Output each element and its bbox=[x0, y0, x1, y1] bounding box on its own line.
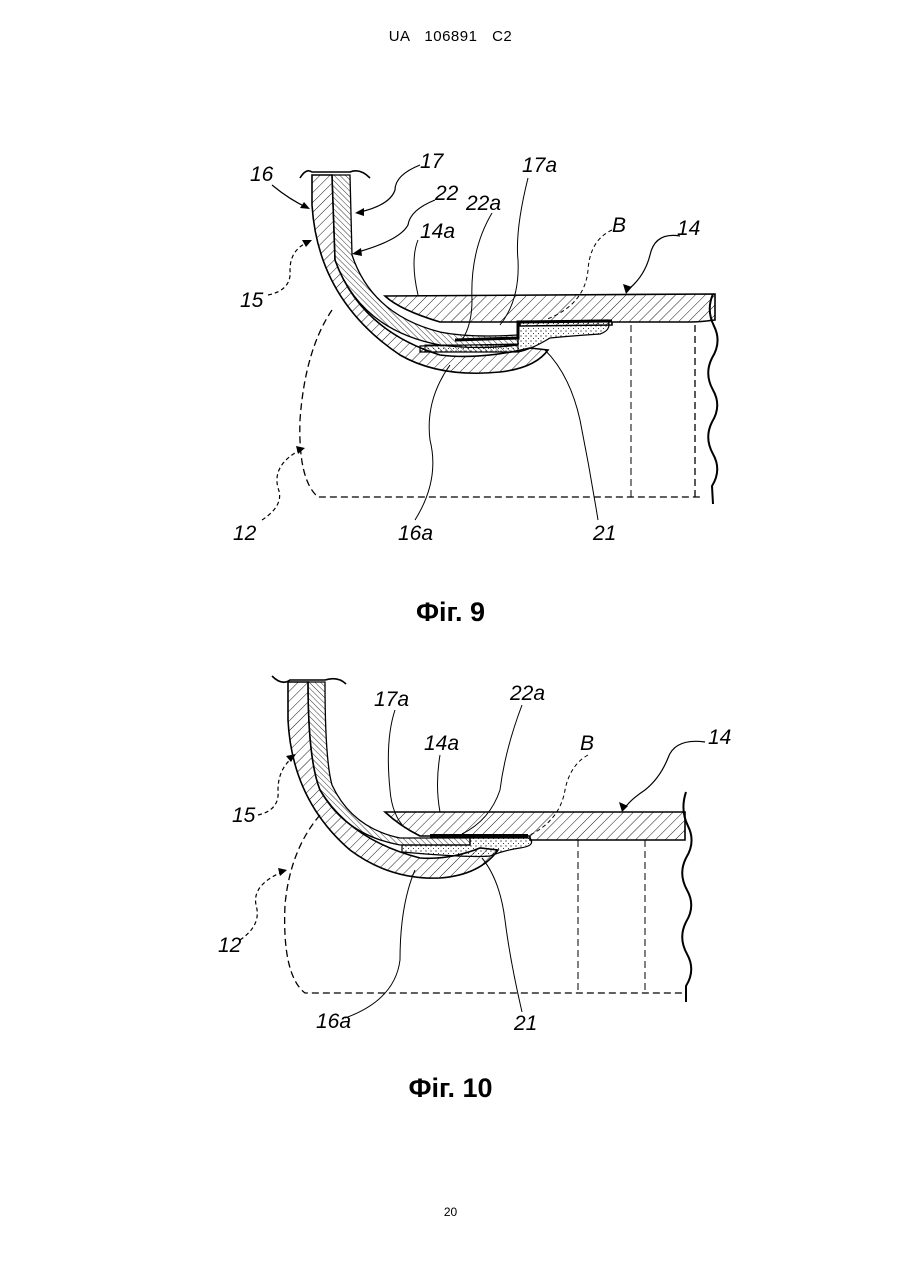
label-15: 15 bbox=[232, 804, 256, 827]
label-B: B bbox=[580, 732, 594, 755]
label-15: 15 bbox=[240, 289, 264, 312]
label-21: 21 bbox=[513, 1012, 537, 1035]
label-12: 12 bbox=[233, 522, 257, 545]
figure-10-caption: Фіг. 10 bbox=[0, 1073, 901, 1104]
label-16: 16 bbox=[250, 163, 274, 186]
label-17: 17 bbox=[420, 150, 445, 173]
label-B: B bbox=[612, 214, 626, 237]
figure-9-drawing: 16 17 22 22a 17a 14a B 14 15 12 16a 21 bbox=[0, 140, 901, 560]
page-number: 20 bbox=[0, 1205, 901, 1219]
label-14a: 14a bbox=[420, 220, 455, 243]
label-16a: 16a bbox=[398, 522, 433, 545]
label-12: 12 bbox=[218, 934, 242, 957]
figure-10-drawing: 17a 22a 14a B 14 15 12 16a 21 bbox=[0, 660, 901, 1050]
label-17a: 17a bbox=[374, 688, 409, 711]
patent-header: UA 106891 C2 bbox=[0, 28, 901, 45]
label-22a: 22a bbox=[509, 682, 545, 705]
label-17a: 17a bbox=[522, 154, 557, 177]
label-14: 14 bbox=[708, 726, 731, 749]
label-14: 14 bbox=[677, 217, 700, 240]
label-21: 21 bbox=[592, 522, 616, 545]
label-16a: 16a bbox=[316, 1010, 351, 1033]
label-22a: 22a bbox=[465, 192, 501, 215]
figure-9-caption: Фіг. 9 bbox=[0, 597, 901, 628]
label-14a: 14a bbox=[424, 732, 459, 755]
label-22: 22 bbox=[434, 182, 459, 205]
